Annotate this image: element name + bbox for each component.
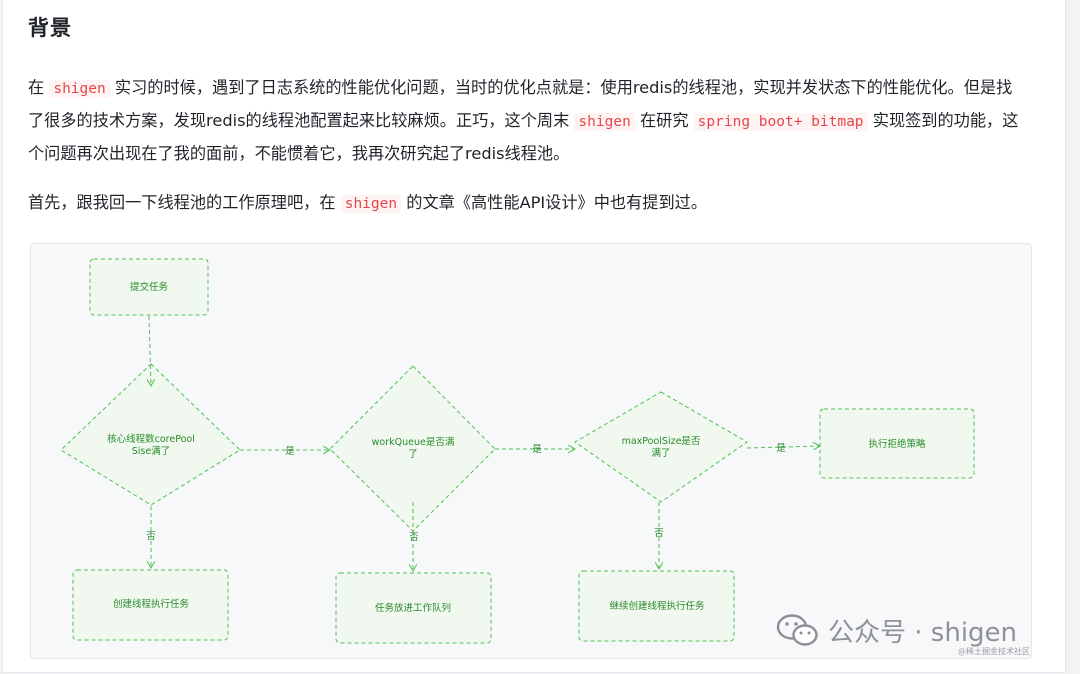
text: 在研究 [634, 111, 694, 130]
text: 在 [28, 78, 50, 97]
principle-paragraph: 首先，跟我回一下线程池的工作原理吧，在 shigen 的文章《高性能API设计》… [28, 187, 1028, 220]
page-scrollbar[interactable] [1066, 0, 1080, 674]
edge-label-yes: 是 [285, 446, 295, 457]
create-core-thread-label: 创建线程执行任务 [113, 598, 190, 610]
inline-code: spring boot+ bitmap [693, 113, 868, 131]
submit-task-node [89, 258, 209, 316]
max-pool-label-1: maxPoolSize是否 [622, 436, 701, 447]
create-extra-thread-label: 继续创建线程执行任务 [609, 600, 705, 612]
edge-label-no: 否 [146, 531, 156, 542]
intro-paragraph: 在 shigen 实习的时候，遇到了日志系统的性能优化问题，当时的优化点就是：使… [28, 72, 1028, 170]
text: 实习的时候，遇到了日志系统的性能优化问题，当时的优化点就是：使用redis的线程… [28, 78, 1013, 130]
arrow-submit-to-core [149, 315, 151, 386]
section-heading: 背景 [28, 16, 72, 40]
threadpool-flowchart: 提交任务 核心线程数corePool Sise满了 workQueue是否满 了… [30, 243, 1032, 659]
work-queue-label-1: workQueue是否满 [372, 437, 455, 448]
edge-label-yes: 是 [776, 443, 786, 454]
create-extra-thread-node [578, 570, 735, 642]
reject-policy-label: 执行拒绝策略 [868, 438, 926, 450]
watermark-sub: @稀土掘金技术社区 [958, 647, 1030, 656]
text: 首先，跟我回一下线程池的工作原理吧，在 [28, 193, 341, 212]
watermark-label: 公众号 · shigen [828, 617, 1018, 648]
inline-code: shigen [574, 113, 635, 131]
edge-label-yes: 是 [532, 444, 542, 455]
core-pool-decision [60, 363, 241, 506]
arrow-max-yes [746, 446, 820, 448]
wechat-icon [776, 614, 818, 646]
max-pool-label-2: 满了 [651, 448, 670, 459]
submit-task-label: 提交任务 [130, 281, 169, 293]
core-pool-label-1: 核心线程数corePool [107, 433, 195, 445]
flowchart-svg: 提交任务 核心线程数corePool Sise满了 workQueue是否满 了… [60, 258, 975, 644]
text: 实现签到的功能，这个问题再次出现在了我的面前，不能惯着它，我再次研究起了redi… [28, 111, 1019, 163]
enqueue-task-label: 任务放进工作队列 [375, 602, 451, 614]
max-pool-decision [574, 391, 748, 503]
inline-code: shigen [49, 80, 110, 98]
inline-code: shigen [340, 195, 402, 213]
edge-label-no: 否 [409, 532, 419, 543]
watermark: 公众号 · shigen [776, 610, 1017, 650]
edge-label-no: 否 [654, 528, 664, 539]
core-pool-label-2: Sise满了 [132, 446, 170, 457]
enqueue-task-node [335, 572, 492, 644]
work-queue-label-2: 了 [408, 449, 418, 460]
create-core-thread-node [72, 569, 229, 641]
text: 的文章《高性能API设计》中也有提到过。 [401, 193, 708, 212]
